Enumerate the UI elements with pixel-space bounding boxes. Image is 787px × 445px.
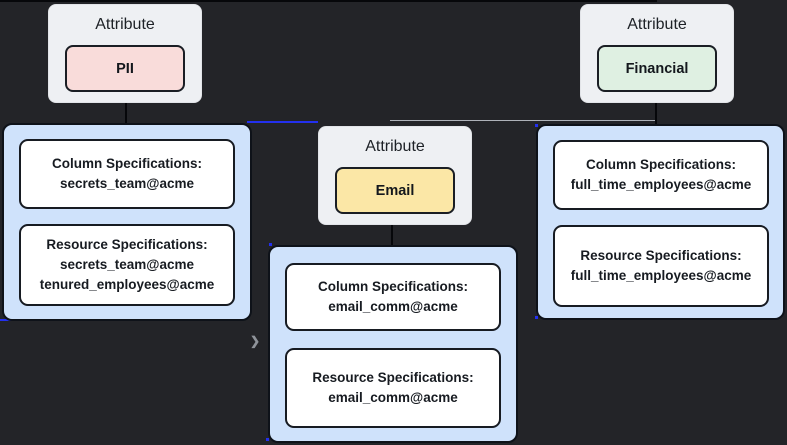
spec-line: Column Specifications: (317, 279, 469, 294)
spec-line: secrets_team@acme (59, 257, 194, 272)
column-spec-box: Column Specifications: email_comm@acme (285, 263, 501, 331)
spec-line: Column Specifications: (585, 157, 737, 172)
attribute-title: Attribute (95, 16, 155, 33)
edge-line-blue (247, 121, 318, 123)
spec-group-email: Column Specifications: email_comm@acme R… (268, 245, 518, 443)
attribute-node-pii: Attribute PII (48, 4, 202, 103)
spec-line: Column Specifications: (51, 156, 203, 171)
spec-line: Resource Specifications: (580, 248, 742, 263)
spec-group-pii: Column Specifications: secrets_team@acme… (2, 123, 252, 321)
connector-pii-to-group (125, 103, 127, 124)
attribute-badge-financial: Financial (597, 45, 717, 92)
resource-spec-box: Resource Specifications: full_time_emplo… (553, 225, 769, 307)
column-spec-box: Column Specifications: secrets_team@acme (19, 139, 235, 209)
spec-line: full_time_employees@acme (570, 268, 752, 283)
spec-line: email_comm@acme (328, 390, 458, 405)
spec-line: tenured_employees@acme (39, 277, 215, 292)
attribute-badge-pii: PII (65, 45, 185, 92)
edge-tick-blue (266, 438, 269, 441)
spec-line: full_time_employees@acme (570, 177, 752, 192)
edge-line-dark (0, 0, 318, 2)
connector-financial-to-group (655, 103, 657, 125)
edge-tick-blue (535, 316, 538, 319)
spec-group-financial: Column Specifications: full_time_employe… (536, 124, 785, 320)
attribute-title: Attribute (365, 138, 425, 155)
spec-line: Resource Specifications: (46, 237, 208, 252)
spec-line: Resource Specifications: (312, 370, 474, 385)
edge-line-gray (390, 120, 655, 121)
spec-line: secrets_team@acme (59, 176, 194, 191)
arrowhead-icon: ❯ (250, 334, 261, 348)
attribute-node-financial: Attribute Financial (580, 4, 734, 103)
edge-line-dark (0, 0, 657, 2)
edge-tick-blue (269, 243, 272, 246)
connector-email-to-group (391, 225, 393, 246)
attribute-badge-email: Email (335, 167, 455, 214)
attribute-node-email: Attribute Email (318, 126, 472, 225)
resource-spec-box: Resource Specifications: secrets_team@ac… (19, 224, 235, 306)
column-spec-box: Column Specifications: full_time_employe… (553, 140, 769, 210)
spec-line: email_comm@acme (328, 299, 458, 314)
resource-spec-box: Resource Specifications: email_comm@acme (285, 348, 501, 428)
attribute-title: Attribute (627, 16, 687, 33)
edge-tick-blue (535, 124, 538, 127)
